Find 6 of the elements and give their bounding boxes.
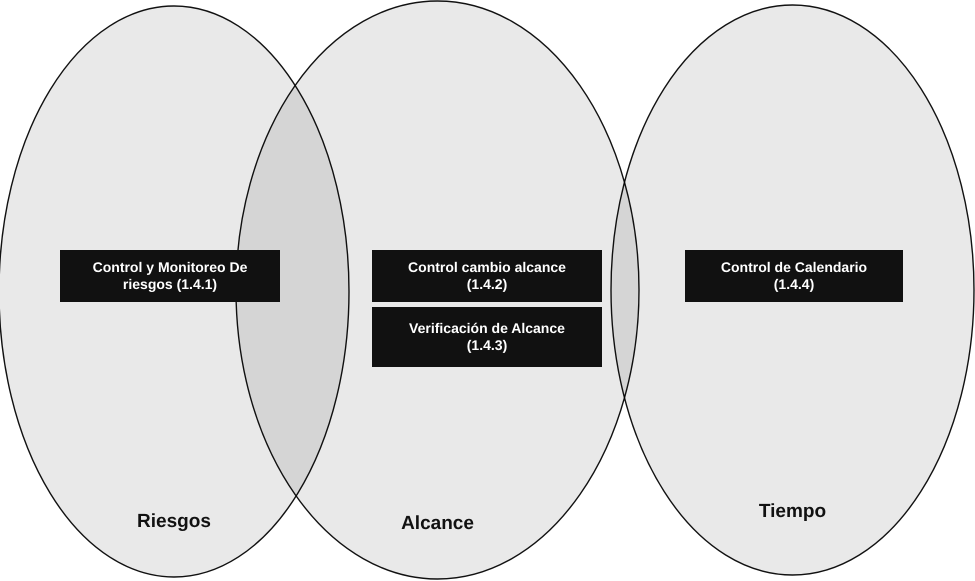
group-heading: Alcance <box>400 513 475 535</box>
process-box: Control cambio alcance (1.4.2) <box>372 250 602 302</box>
group-heading: Tiempo <box>758 501 828 523</box>
process-box: Verificación de Alcance (1.4.3) <box>372 307 602 367</box>
process-box: Control de Calendario (1.4.4) <box>685 250 903 302</box>
group-heading: Riesgos <box>136 511 212 533</box>
